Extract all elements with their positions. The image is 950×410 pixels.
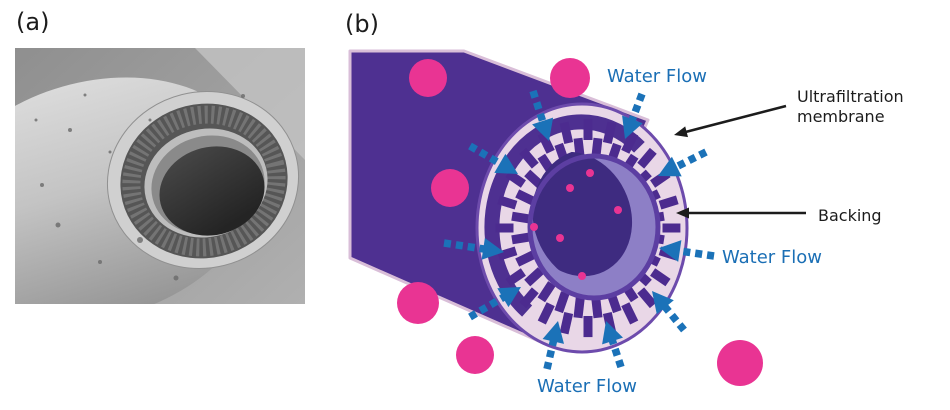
membrane-texture xyxy=(122,105,286,257)
membrane-tooth xyxy=(559,121,574,144)
water-flow-arrow-shaft xyxy=(443,239,486,253)
rejected-particles xyxy=(397,58,763,386)
membrane-tooth xyxy=(537,281,556,303)
ultrafiltration-membrane-label-line1: Ultrafiltration xyxy=(797,87,904,106)
membrane-tooth xyxy=(637,287,657,309)
water-flow-arrow-head xyxy=(542,321,564,344)
membrane-tooth xyxy=(537,302,555,325)
ultrafiltration-membrane-label-line2: membrane xyxy=(797,107,885,126)
water-flow-label-bottom: Water Flow xyxy=(537,376,637,397)
water-flow-arrows xyxy=(443,89,715,370)
panel-a-label: (a) xyxy=(16,8,49,36)
membrane-tooth xyxy=(511,211,530,224)
membrane-tooth xyxy=(573,296,585,319)
particle xyxy=(550,58,590,98)
lumen-shading xyxy=(519,151,633,277)
membrane-tooth xyxy=(559,312,574,335)
lumen-hole xyxy=(159,146,265,236)
water-flow-arrow-head xyxy=(481,238,504,260)
permeate-solute-dots xyxy=(530,169,622,280)
water-flow-arrow-shaft xyxy=(468,293,507,321)
annotation-arrows xyxy=(674,104,806,219)
water-flow-label-right: Water Flow xyxy=(722,247,822,268)
water-flow-arrow-shaft xyxy=(628,92,646,123)
particle xyxy=(397,282,439,324)
fiber-back-wall xyxy=(484,114,645,317)
membrane-tooth xyxy=(519,287,539,309)
surface-speckles xyxy=(34,93,245,281)
membrane-tooth xyxy=(505,169,526,188)
membrane-tooth xyxy=(621,302,639,325)
pointer-arrow-head xyxy=(674,126,688,138)
water-flow-arrow-head xyxy=(658,156,682,177)
membrane-tooth xyxy=(621,131,639,154)
solute-dot xyxy=(530,223,538,231)
water-flow-arrow-shaft xyxy=(673,148,708,171)
membrane-tooth xyxy=(497,195,518,210)
water-flow-arrow-head xyxy=(532,117,554,141)
water-flow-arrow-shaft xyxy=(677,246,715,260)
membrane-tooth xyxy=(519,147,539,169)
water-flow-label-top: Water Flow xyxy=(607,66,707,87)
solute-dot xyxy=(556,234,564,242)
water-flow-arrow-shaft xyxy=(608,337,625,369)
water-flow-arrow-head xyxy=(494,153,518,174)
membrane-tooth xyxy=(497,246,518,261)
water-flow-arrow-shaft xyxy=(543,338,558,370)
water-flow-arrow-head xyxy=(652,291,674,315)
membrane-tooth xyxy=(505,268,526,287)
membrane-tooth xyxy=(554,291,570,314)
particle xyxy=(409,59,447,97)
solute-dot xyxy=(614,206,622,214)
membrane-tooth xyxy=(511,232,530,245)
solute-dot xyxy=(586,169,594,177)
hollow-fiber-schematic xyxy=(348,49,806,386)
pointer-arrow-shaft xyxy=(684,104,787,134)
backing-label: Backing xyxy=(818,206,882,225)
water-flow-arrow-shaft xyxy=(529,89,547,125)
particle xyxy=(431,169,469,207)
water-flow-arrow-shaft xyxy=(468,142,504,168)
water-flow-arrow-head xyxy=(622,115,643,139)
water-flow-arrow-head xyxy=(659,240,682,262)
particle xyxy=(717,340,763,386)
solute-dot xyxy=(566,184,574,192)
solute-dot xyxy=(578,272,586,280)
water-flow-arrow-head xyxy=(497,287,521,308)
membrane-tooth xyxy=(515,189,536,206)
particle xyxy=(456,336,494,374)
membrane-tooth xyxy=(515,250,536,267)
membrane-tooth xyxy=(524,267,544,287)
membrane-tooth xyxy=(650,268,671,287)
membrane-tooth xyxy=(637,147,657,169)
water-flow-arrow-shaft xyxy=(661,303,687,333)
panel-b-label: (b) xyxy=(345,10,379,38)
membrane-tooth xyxy=(658,195,679,210)
membrane-tooth xyxy=(602,121,617,144)
pointer-arrow-head xyxy=(676,207,689,219)
membrane-tooth xyxy=(537,131,555,154)
membrane-tooth xyxy=(591,296,603,319)
water-flow-arrow-head xyxy=(602,321,623,345)
sem-photo xyxy=(15,48,305,304)
